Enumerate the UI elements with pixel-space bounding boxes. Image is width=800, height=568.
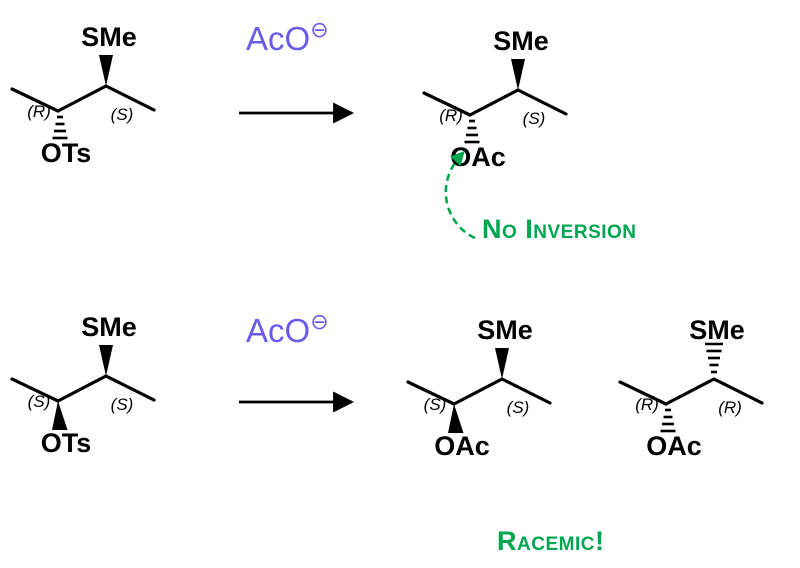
substituent-bottom-label: OAc: [646, 431, 702, 461]
reagent-acetate-bottom: AcO⊖: [246, 310, 329, 349]
solid-wedge-bond-sme: [99, 345, 113, 376]
reagent-formula: AcO: [246, 312, 311, 349]
carbon-skeleton: [10, 374, 156, 403]
molecule-product-inverted: SMe (R) (R) OAc: [618, 315, 764, 461]
stereocenter-left-label: (S): [424, 395, 447, 414]
stereocenter-right-label: (R): [718, 398, 742, 417]
hashed-wedge-bond-oac: [464, 119, 480, 144]
carbon-skeleton: [618, 377, 764, 406]
stereocenter-right-label: (S): [111, 105, 134, 124]
solid-wedge-bond-oac: [448, 404, 464, 433]
reaction-arrow-top: [239, 102, 355, 124]
minus-charge-icon: ⊖: [310, 310, 329, 335]
reagent-formula: AcO: [246, 20, 311, 57]
stereocenter-right-label: (S): [507, 398, 530, 417]
hashed-wedge-bond-ots: [52, 115, 68, 140]
molecule-top-reactant: SMe (R) (S) OTs: [10, 22, 156, 168]
stereocenter-right-label: (S): [523, 109, 546, 128]
solid-wedge-bond-sme: [511, 59, 525, 90]
substituent-bottom-label: OTs: [41, 138, 92, 168]
stereocenter-left-label: (R): [439, 106, 463, 125]
molecule-bottom-reactant: SMe (S) (S) OTs: [10, 312, 156, 458]
carbon-skeleton: [10, 84, 156, 113]
no-inversion-label: No Inversion: [482, 214, 637, 244]
stereocenter-left-label: (S): [28, 392, 51, 411]
hashed-wedge-bond-sme: [705, 342, 723, 374]
solid-wedge-bond-sme: [495, 348, 509, 379]
stereocenter-right-label: (S): [111, 395, 134, 414]
hashed-wedge-bond-oac: [660, 408, 676, 433]
substituent-bottom-label: OAc: [434, 431, 490, 461]
stereocenter-left-label: (R): [635, 395, 659, 414]
substituent-top-label: SMe: [81, 312, 137, 342]
stereocenter-left-label: (R): [27, 102, 51, 121]
substituent-top-label: SMe: [81, 22, 137, 52]
reagent-acetate-top: AcO⊖: [246, 18, 329, 57]
carbon-skeleton: [406, 377, 552, 406]
reaction-arrow-bottom: [239, 391, 355, 413]
molecule-product-retained: SMe (S) (S) OAc: [406, 315, 552, 461]
substituent-top-label: SMe: [689, 315, 745, 345]
carbon-skeleton: [422, 88, 568, 117]
solid-wedge-bond-ots: [52, 401, 68, 430]
substituent-bottom-label: OTs: [41, 428, 92, 458]
solid-wedge-bond-sme: [99, 55, 113, 86]
no-inversion-arrow: [444, 150, 476, 240]
substituent-top-label: SMe: [477, 315, 533, 345]
dashed-curved-arrow: [444, 150, 476, 240]
minus-charge-icon: ⊖: [310, 18, 329, 43]
racemic-label: Racemic!: [497, 526, 605, 556]
substituent-top-label: SMe: [493, 26, 549, 56]
